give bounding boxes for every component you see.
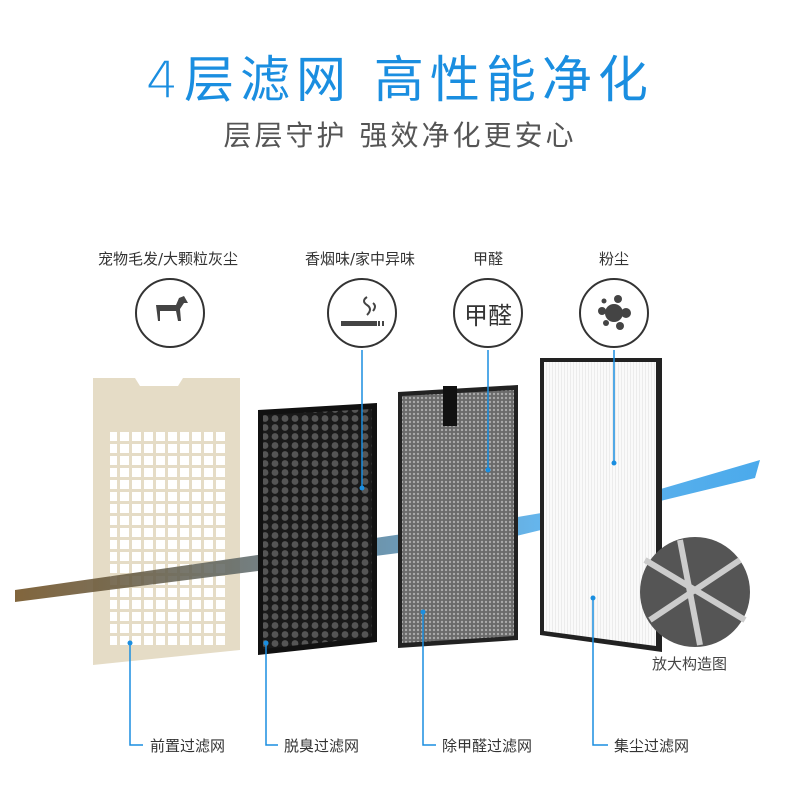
filter-label-deodorizing: 脱臭过滤网 — [284, 737, 360, 755]
formaldehyde-icon: 甲醛 — [453, 278, 523, 348]
filter-label-pre: 前置过滤网 — [150, 737, 226, 755]
magnified-fiber-image — [640, 537, 750, 647]
pollutant-label-pet-hair: 宠物毛发/大颗粒灰尘 — [97, 250, 239, 268]
magnified-structure-label: 放大构造图 — [652, 655, 728, 673]
formaldehyde-filter-image — [398, 385, 518, 648]
dust-filter-image — [540, 358, 662, 652]
filter-label-formaldehyde: 除甲醛过滤网 — [442, 737, 533, 755]
pre-filter-image — [93, 378, 240, 665]
callout-lines — [129, 350, 615, 746]
deodorizing-filter-image — [258, 403, 377, 655]
pollutant-label-smoke: 香烟味/家中异味 — [304, 250, 416, 268]
page-subtitle: 层层守护 强效净化更安心 — [223, 119, 577, 152]
dog-icon — [135, 278, 205, 348]
page-title: 4层滤网 高性能净化 — [146, 51, 654, 109]
pollutant-label-formaldehyde: 甲醛 — [472, 250, 504, 268]
cigarette-icon — [327, 278, 397, 348]
filter-label-dust: 集尘过滤网 — [614, 737, 690, 755]
dust-icon — [579, 278, 649, 348]
pollutant-label-dust: 粉尘 — [598, 250, 630, 268]
airflow-band — [15, 460, 760, 602]
